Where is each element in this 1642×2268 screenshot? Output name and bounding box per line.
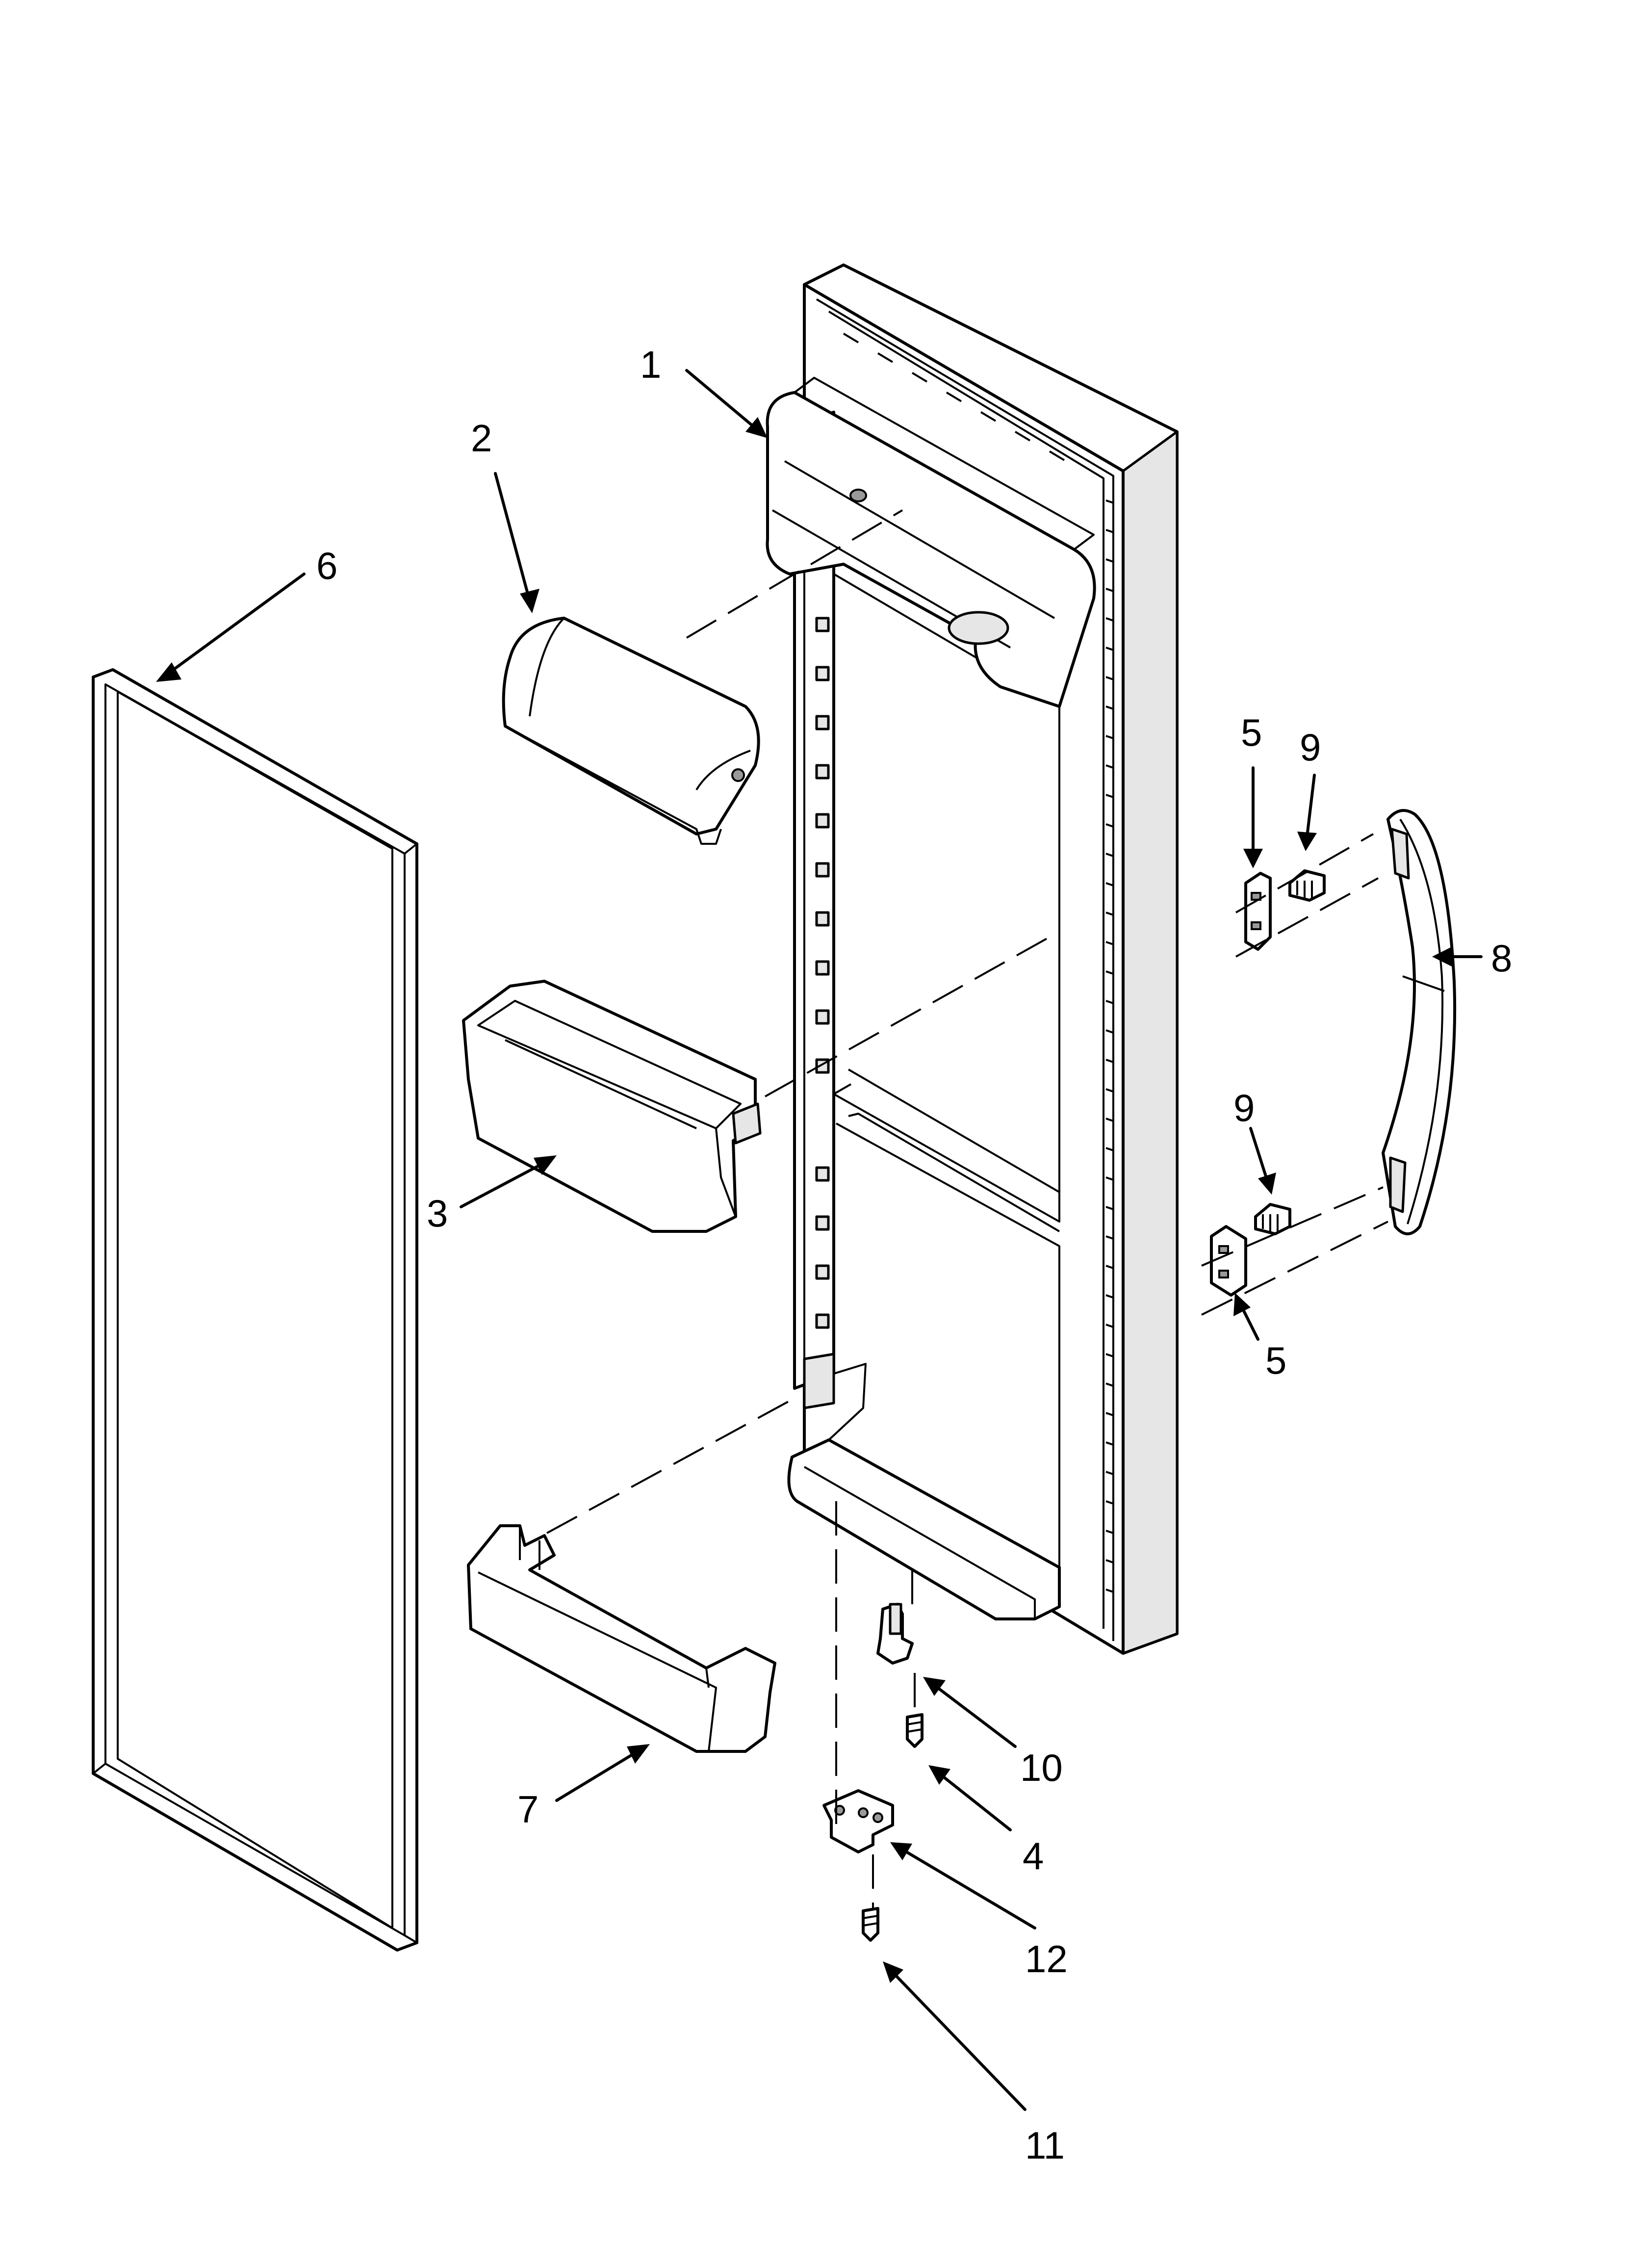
callout-4: 4: [1023, 1834, 1044, 1877]
callout-7: 7: [517, 1788, 539, 1831]
hinge-screw-upper: [906, 1713, 924, 1748]
door-gasket: [92, 668, 418, 1952]
door-bin-large: [462, 980, 762, 1233]
handle-bracket-upper: [1244, 872, 1272, 951]
callout-6: 6: [316, 544, 337, 587]
shelf-rack-hooks: [815, 617, 830, 1329]
callout-9-upper: 9: [1300, 726, 1321, 769]
door-liner-assembly: [766, 263, 1179, 1655]
callout-11: 11: [1025, 2124, 1065, 2167]
door-handle: [1382, 809, 1457, 1235]
hinge-bracket: [822, 1789, 894, 1853]
callout-labels: 1 2 6 3 7 8 5 9 9 5 10 4 12 11: [316, 343, 1512, 2167]
dairy-door-cover: [502, 617, 760, 845]
callout-5-upper: 5: [1241, 711, 1262, 754]
callout-1: 1: [640, 343, 661, 386]
door-bin-small: [467, 1524, 776, 1753]
hinge-pin: [876, 1603, 914, 1665]
hinge-screw-lower: [862, 1907, 879, 1942]
callout-12: 12: [1025, 1937, 1068, 1981]
handle-screw-upper: [1288, 869, 1326, 902]
assembly-guide-lines: [546, 509, 1388, 1908]
callout-3: 3: [427, 1192, 448, 1235]
handle-bracket-lower: [1210, 1225, 1247, 1297]
callout-8: 8: [1491, 937, 1512, 980]
handle-screw-lower: [1254, 1203, 1291, 1235]
callout-10: 10: [1020, 1746, 1063, 1789]
callout-2: 2: [471, 417, 492, 460]
callout-9-lower: 9: [1233, 1086, 1255, 1129]
leader-arrows: [156, 369, 1483, 2111]
callout-5-lower: 5: [1265, 1339, 1286, 1382]
